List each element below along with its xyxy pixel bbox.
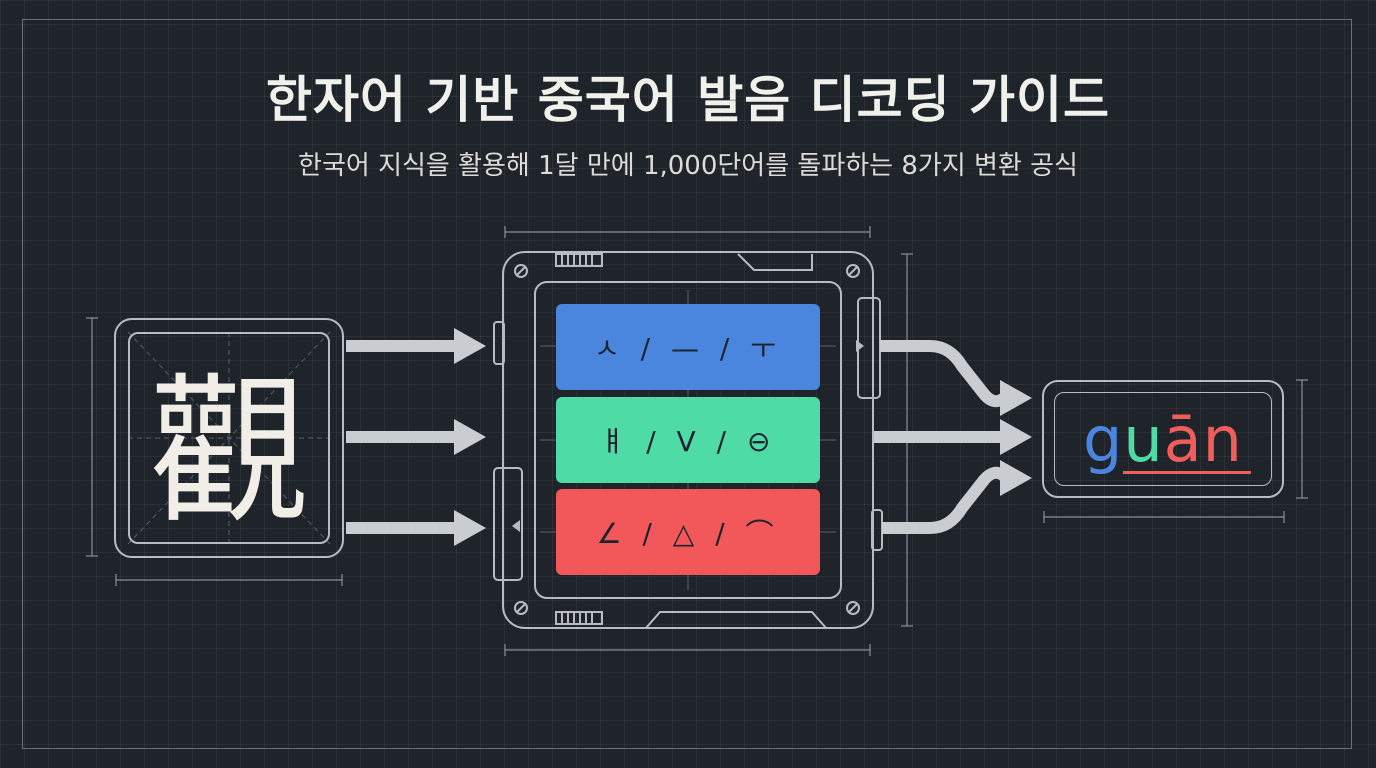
output-arrowheads — [1000, 380, 1032, 496]
result-dimension-lines — [1043, 379, 1308, 523]
decoder-row-medial: ㅒ / V / ⊖ — [556, 397, 820, 483]
input-arrowheads — [454, 328, 486, 546]
input-arrows — [346, 340, 458, 534]
decoder-row-final: ∠ / △ / ⌒ — [556, 489, 820, 575]
pinyin-medial: u — [1123, 402, 1164, 476]
decoder-row-glyphs: ∠ / △ / ⌒ — [596, 517, 780, 550]
pinyin-initial: g — [1083, 402, 1124, 476]
hanja-guides — [127, 331, 331, 545]
decoder-row-initial: ㅅ / — / ㅜ — [556, 304, 820, 390]
chassis-indicator — [856, 340, 864, 352]
pinyin-final-underline — [1123, 471, 1251, 474]
hanja-inner-frame — [128, 332, 330, 544]
output-arrows — [874, 340, 1008, 534]
page-title: 한자어 기반 중국어 발음 디코딩 가이드 — [265, 71, 1111, 129]
page-subtitle: 한국어 지식을 활용해 1달 만에 1,000단어를 돌파하는 8가지 변환 공… — [298, 151, 1078, 181]
hanja-dimension-lines — [86, 317, 343, 586]
hanja-input-box: 觀 — [114, 318, 344, 558]
decoder-row-glyphs: ㅒ / V / ⊖ — [599, 425, 777, 458]
pinyin-inner-frame — [1054, 392, 1272, 486]
chassis-indicator-left — [512, 520, 520, 532]
diagram-frame — [22, 19, 1352, 749]
hanja-character: 觀 — [148, 358, 309, 545]
pinyin-final: ān — [1163, 402, 1243, 476]
decoder-row-glyphs: ㅅ / — / ㅜ — [594, 332, 782, 365]
